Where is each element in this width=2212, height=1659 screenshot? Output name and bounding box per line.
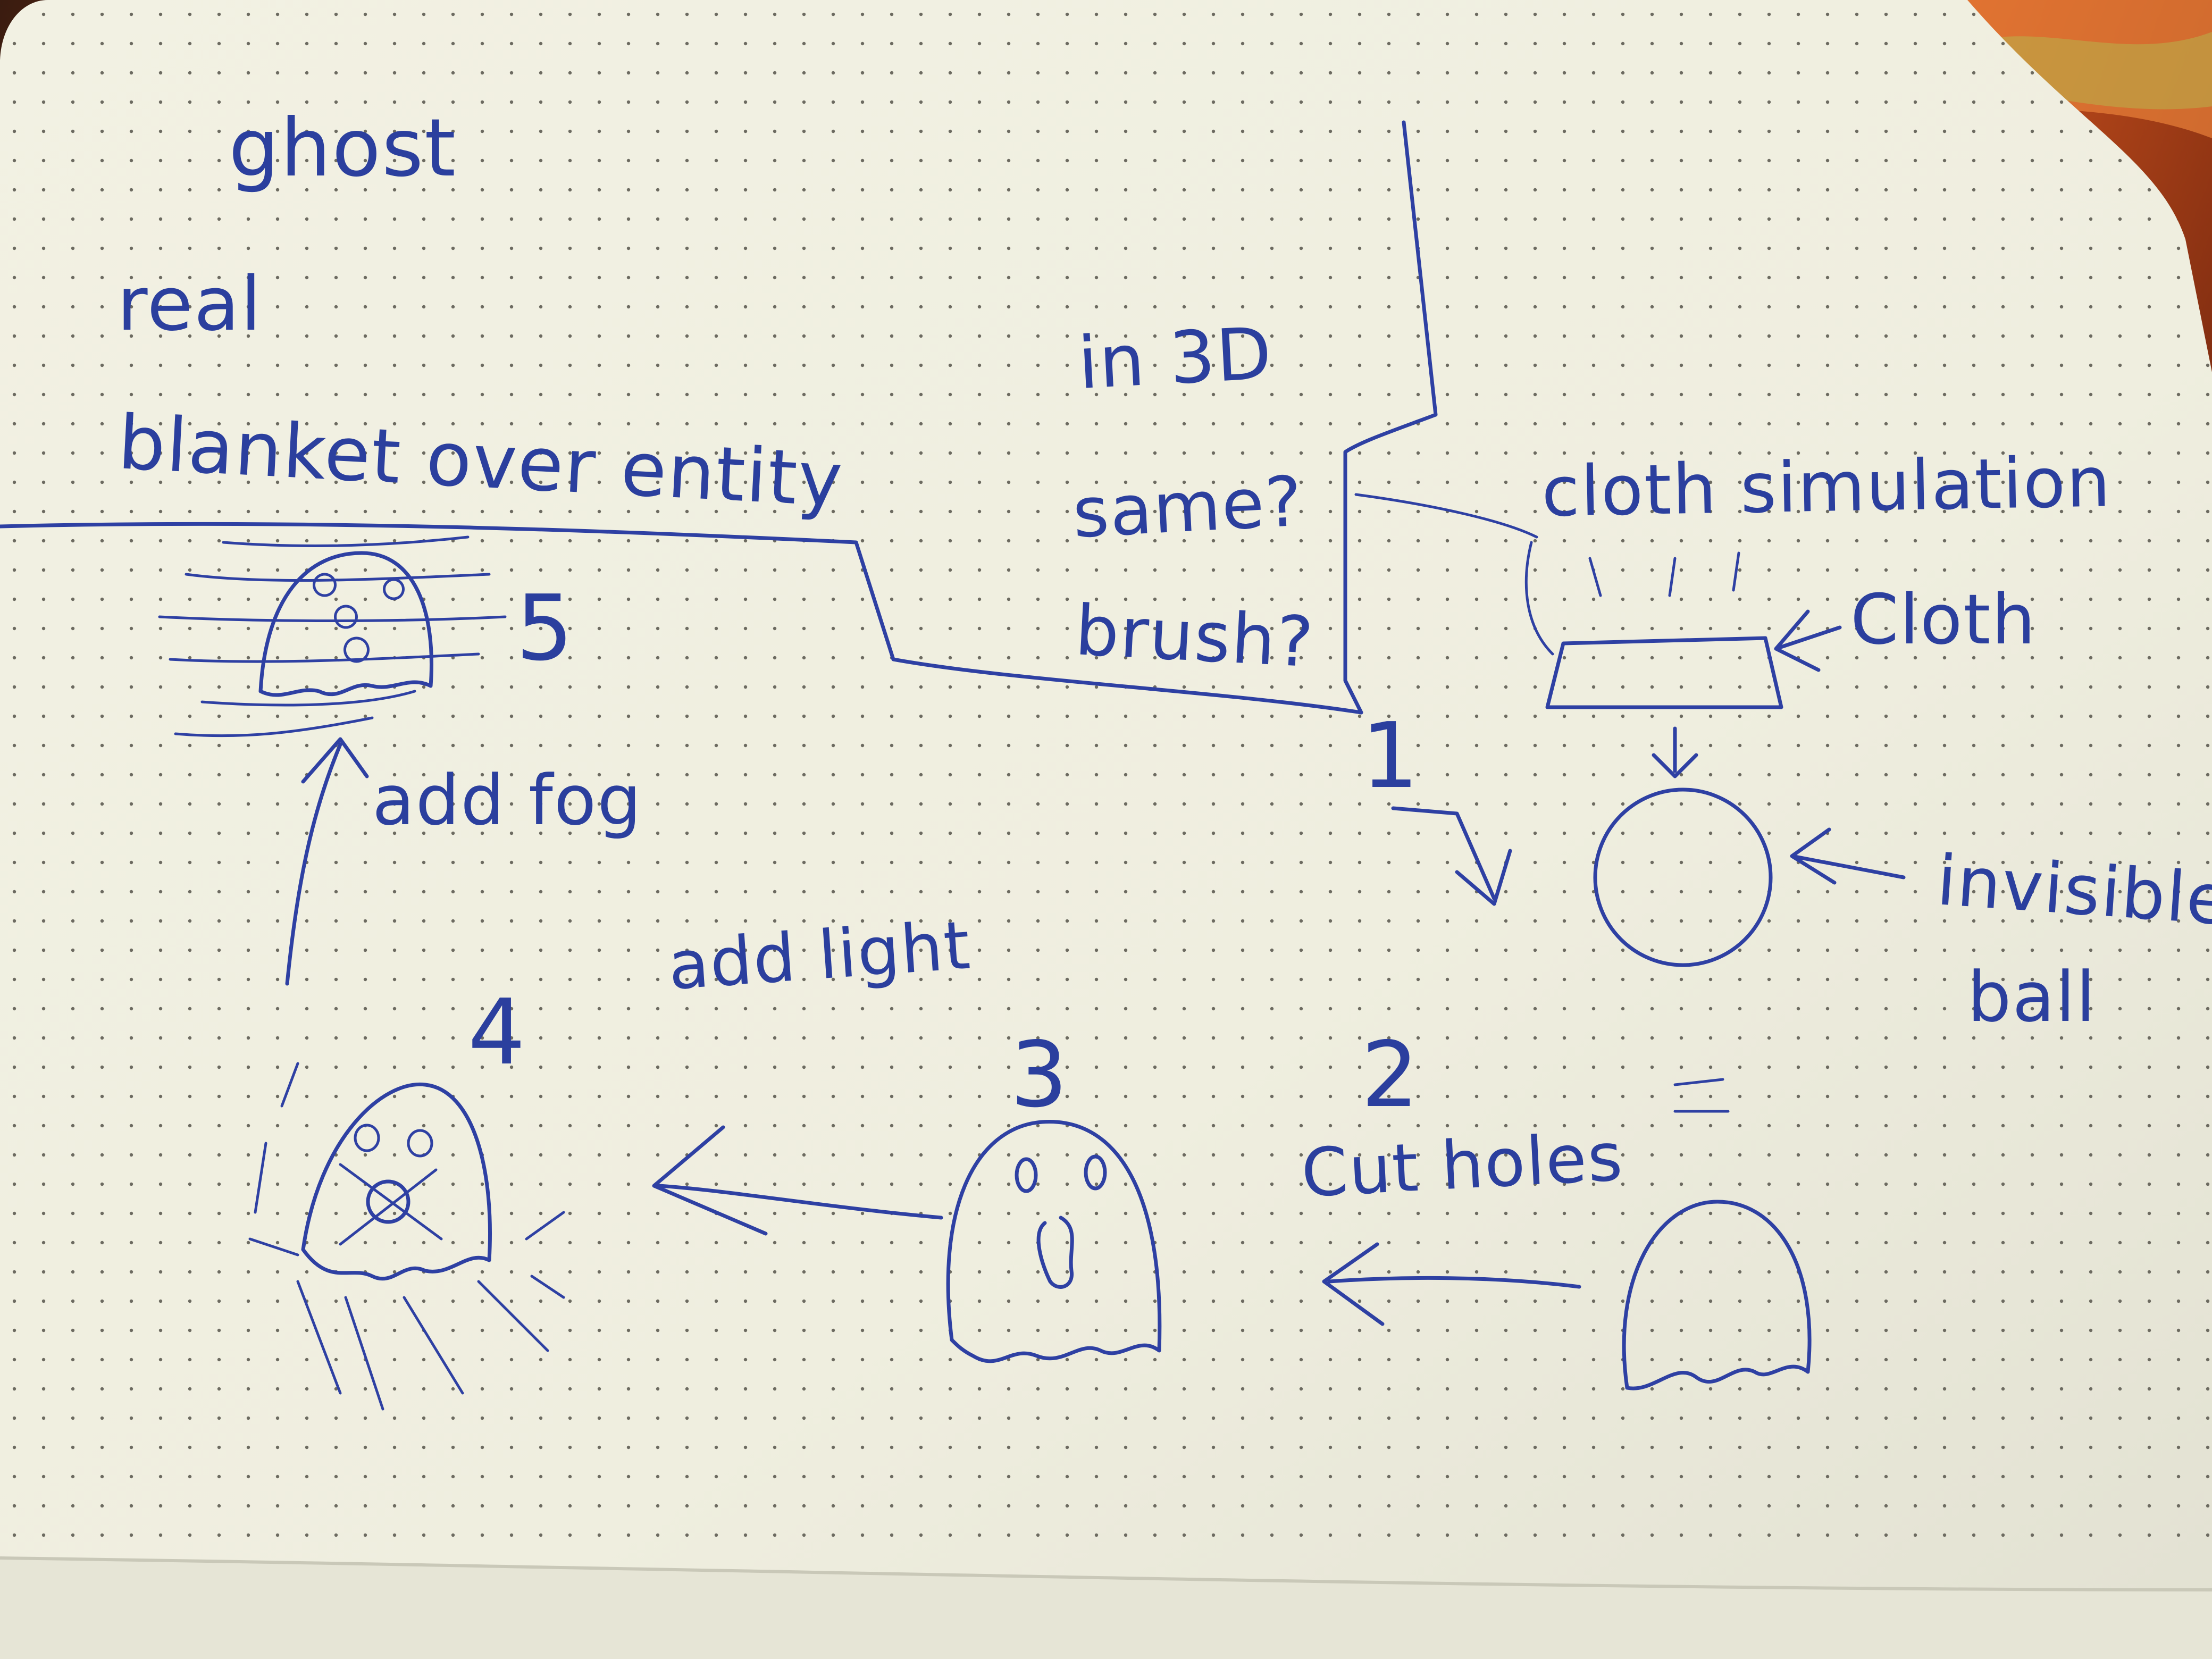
note-real: real [117,261,262,348]
light-cross-lines [339,1163,443,1246]
note-brush: brush? [1073,590,1316,683]
cloth-down-arrow [1652,726,1698,778]
equals-sign [1673,1078,1730,1113]
step-3-label: 3 [1010,1023,1069,1128]
binding-edge [0,1556,2212,1591]
lit-ghost-body [301,1082,492,1281]
ghost-eye-left [1015,1157,1038,1193]
dot-grid [0,0,2212,1542]
arrow-4-to-5 [285,737,369,986]
cloth-shape [1545,636,1783,709]
ball-label-arrow [1790,827,1906,885]
note-cloth: Cloth [1850,579,2037,660]
lit-ghost-mouth [366,1179,410,1224]
cloth-label-arrow [1774,609,1842,672]
note-ghost: ghost [229,102,457,195]
ghost-body [946,1120,1162,1363]
invisible-ball [1593,787,1773,967]
note-ball: ball [1967,957,2096,1037]
step-4-label: 4 [468,980,526,1085]
light-rays-4 [248,1062,565,1411]
cloth-draped-ball [1622,1200,1812,1390]
fog-lines [158,535,507,738]
note-add-fog: add fog [372,760,642,841]
arrow-2-to-3 [1322,1242,1581,1326]
ghost-eye-right [1084,1154,1107,1191]
foggy-ghost-body [258,551,433,697]
falling-motion-lines [1524,541,1740,656]
note-in-3d: in 3D [1076,312,1275,405]
foggy-ghost-face [313,573,405,663]
step-5-label: 5 [516,576,574,681]
ghost-mouth [1036,1216,1074,1289]
note-cloth-simulation: cloth simulation [1541,441,2112,532]
divider-line-left [0,522,1363,715]
lit-ghost-eye-left [354,1124,380,1152]
arrow-3-to-4 [652,1125,943,1236]
step-2-label: 2 [1361,1023,1420,1128]
note-cut-holes: Cut holes [1300,1118,1625,1212]
page-binding [0,1558,2212,1659]
divider-line-vertical [1343,120,1438,715]
lit-ghost-eye-right [407,1129,433,1158]
note-same: same? [1071,461,1305,554]
step-1-arrow [1391,806,1512,906]
same-brush-connector [1354,493,1538,539]
step-1-label: 1 [1361,703,1420,809]
